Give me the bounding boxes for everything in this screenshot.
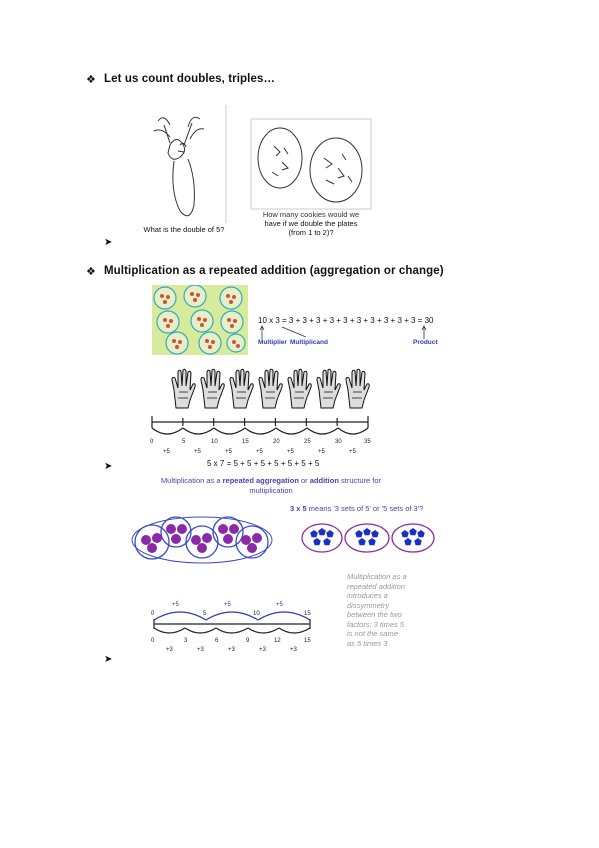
top-tick-label: 5 (203, 611, 207, 617)
top-tick-label: 0 (151, 611, 155, 617)
sets-bold: 3 x 5 (290, 504, 307, 513)
step-label: +5 (225, 449, 233, 455)
top-tick-label: 10 (253, 611, 260, 617)
caption-text: structure for (338, 476, 382, 485)
note-line: repeated addition (347, 581, 405, 591)
tick-label: 20 (273, 439, 280, 445)
step-label: +5 (194, 449, 202, 455)
repeated-aggregation-caption: Multiplication as a repeated aggregation… (140, 476, 402, 496)
note-line: is not the same (347, 629, 398, 638)
equation-5x7: 5 x 7 = 5 + 5 + 5 + 5 + 5 + 5 + 5 (207, 459, 320, 468)
sets-question: 3 x 5 means '3 sets of 5' or '5 sets of … (290, 504, 423, 513)
caption-line: have if we double the plates (264, 219, 358, 228)
tick-label: 30 (335, 439, 342, 445)
top-tick-label: 15 (304, 611, 311, 617)
step-label: +5 (256, 449, 264, 455)
pentagon-sets-image (301, 523, 435, 553)
repeated-addition-equation: 10 x 3 = 3 + 3 + 3 + 3 + 3 + 3 + 3 + 3 +… (258, 316, 434, 325)
step-label: +5 (287, 449, 295, 455)
number-line-by-5: 0 5 10 15 20 25 30 35 +5 +5 +5 +5 +5 +5 … (150, 416, 371, 455)
note-line: Multiplication as a (347, 572, 407, 581)
label-multiplier: Multiplier (258, 339, 287, 346)
bottom-tick-label: 3 (184, 638, 188, 644)
hands-image (171, 368, 370, 409)
double-number-line: +5 +5 +5 0 5 10 15 0 3 6 9 12 15 +3 +3 +… (151, 602, 311, 652)
bottom-step-label: +3 (228, 647, 236, 652)
bottom-step-label: +3 (166, 647, 174, 652)
diamond-bullet-icon: ❖ (86, 74, 96, 86)
child-drawing-figure (153, 105, 227, 223)
step-label: +5 (163, 449, 171, 455)
step-label: +5 (318, 449, 326, 455)
tick-label: 10 (211, 439, 218, 445)
tick-label: 15 (242, 439, 249, 445)
caption-cookies-question: How many cookies would we have if we dou… (250, 210, 372, 237)
arrow-bullet-icon: ➤ (104, 461, 113, 472)
caption-line: (from 1 to 2)? (288, 228, 334, 237)
tick-label: 0 (150, 439, 154, 445)
note-line: dissymmetry (347, 600, 390, 610)
bottom-tick-label: 15 (304, 638, 311, 644)
bottom-step-label: +3 (290, 647, 298, 652)
caption-double-of-5: What is the double of 5? (143, 225, 225, 234)
tick-label: 35 (364, 439, 371, 445)
bottom-tick-label: 6 (215, 638, 219, 644)
bottom-tick-label: 12 (274, 638, 281, 644)
section-heading-doubles: Let us count doubles, triples… (104, 73, 276, 85)
top-step-label: +5 (224, 602, 232, 608)
bottom-step-label: +3 (259, 647, 267, 652)
dissymmetry-note: Multiplication as a repeated addition in… (347, 572, 407, 648)
tick-label: 5 (182, 439, 186, 445)
tick-label: 25 (304, 439, 311, 445)
caption-text: Multiplication as a (160, 476, 223, 485)
bottom-tick-label: 0 (151, 638, 155, 644)
step-label: +5 (349, 449, 357, 455)
diamond-bullet-icon: ❖ (86, 266, 96, 278)
bottom-tick-label: 9 (246, 638, 250, 644)
top-step-label: +5 (172, 602, 180, 608)
groups-of-dots-image (152, 285, 248, 355)
note-line: between the two (347, 610, 402, 619)
caption-bold: addition (309, 476, 339, 485)
note-line: factors: 3 times 5 (347, 619, 405, 629)
caption-text: multiplication (249, 486, 293, 495)
purple-sets-image (131, 516, 273, 564)
caption-line: How many cookies would we (262, 210, 360, 219)
bottom-step-label: +3 (197, 647, 205, 652)
arrow-bullet-icon: ➤ (104, 237, 113, 248)
sets-text: means '3 sets of 5' or '5 sets of 3'? (306, 504, 424, 513)
note-line: as 5 times 3 (347, 638, 388, 648)
child-drawing-plates (250, 118, 372, 210)
top-step-label: +5 (276, 602, 284, 608)
caption-text: or (298, 476, 310, 485)
label-product: Product (413, 339, 438, 346)
arrow-bullet-icon: ➤ (104, 654, 113, 665)
note-line: introduces a (347, 591, 388, 600)
label-multiplicand: Multiplicand (290, 339, 328, 346)
section-heading-multiplication: Multiplication as a repeated addition (a… (104, 265, 444, 277)
caption-bold: repeated aggregation (222, 476, 299, 485)
equation-pointer-arrows (259, 325, 427, 339)
